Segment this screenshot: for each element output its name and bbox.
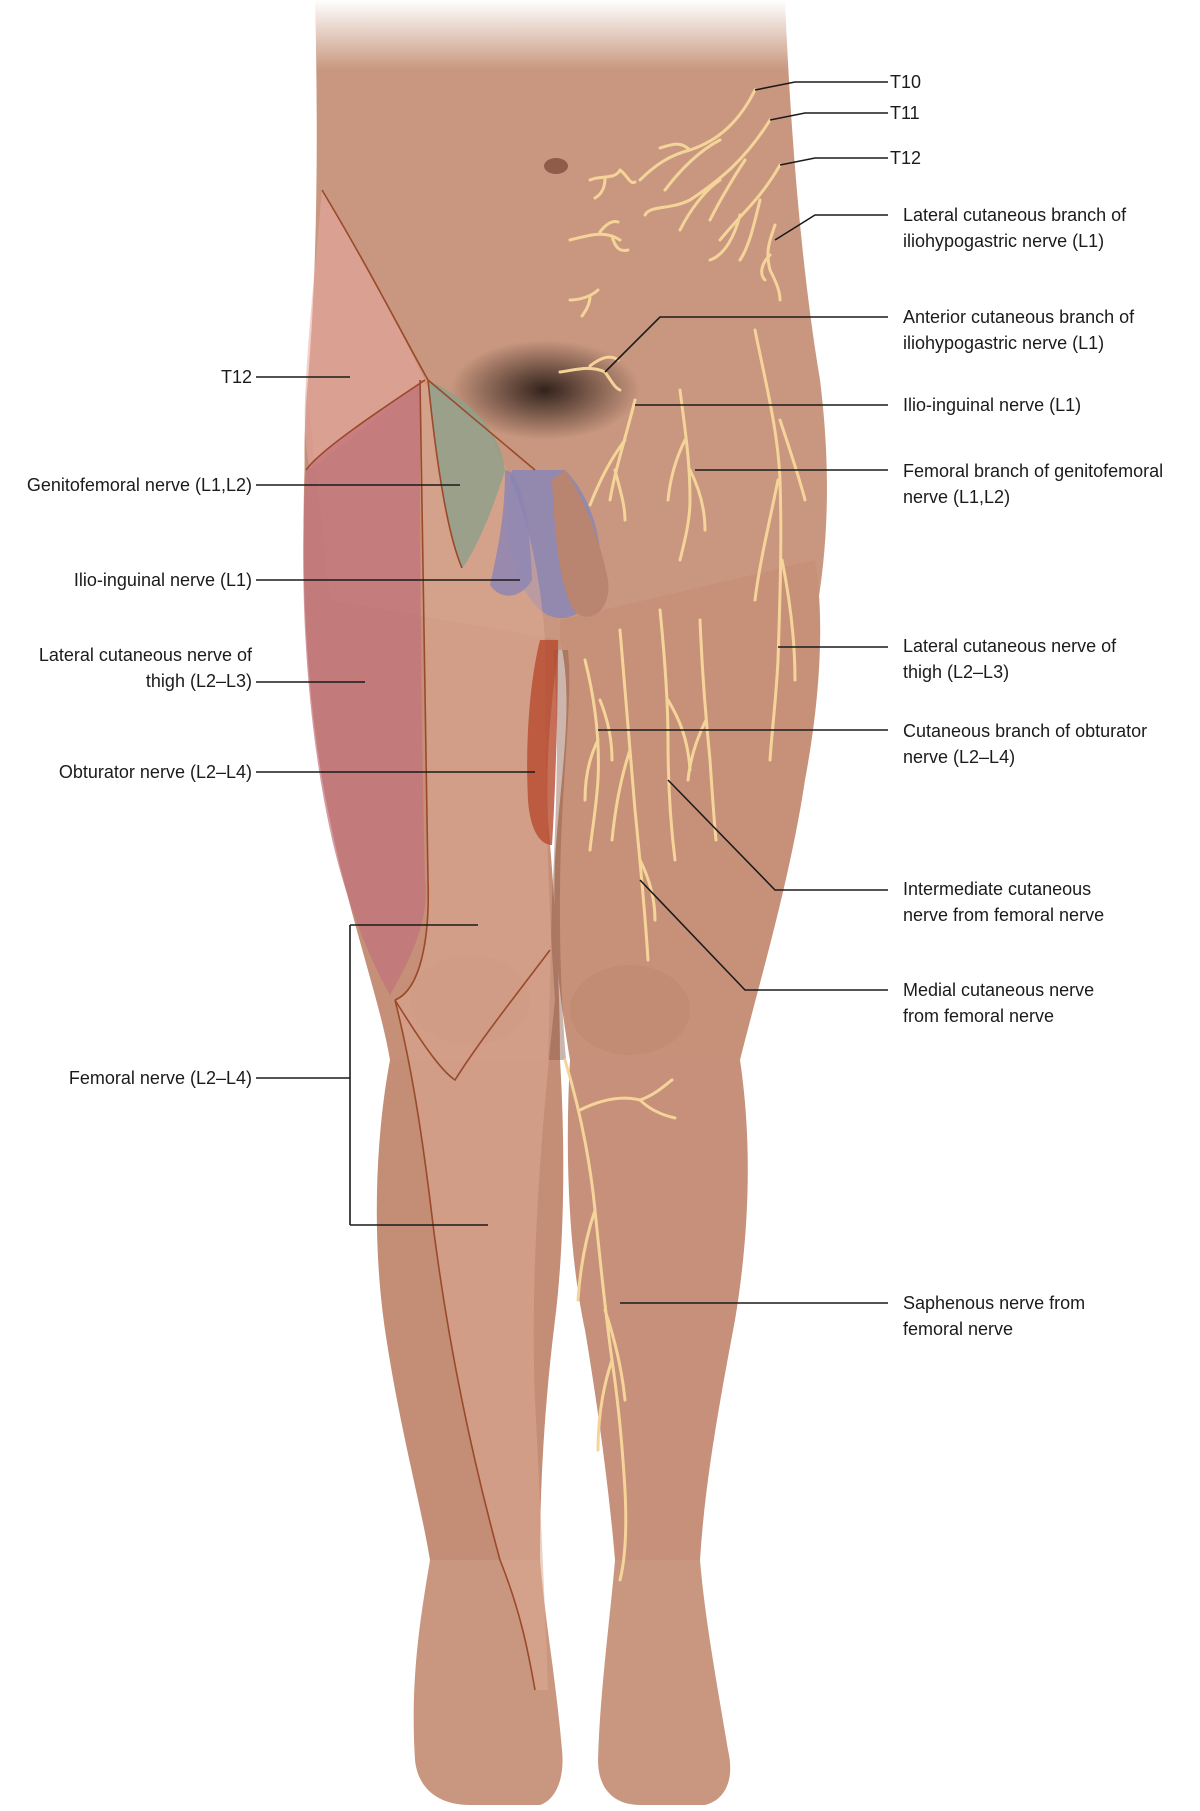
label-ant-iliohypo: Anterior cutaneous branch of iliohypogas… xyxy=(903,304,1134,356)
label-t10: T10 xyxy=(890,69,921,95)
label-ilioinguinal-left-text: Ilio-inguinal nerve (L1) xyxy=(74,567,252,593)
label-genitofemoral: Genitofemoral nerve (L1,L2) xyxy=(27,472,252,498)
right-foot xyxy=(598,1560,730,1805)
label-t11-text: T11 xyxy=(890,100,920,126)
label-intermediate-line2: nerve from femoral nerve xyxy=(903,902,1104,928)
label-ilioinguinal-right: Ilio-inguinal nerve (L1) xyxy=(903,392,1081,418)
label-medial: Medial cutaneous nerve from femoral nerv… xyxy=(903,977,1094,1029)
label-t10-text: T10 xyxy=(890,69,921,95)
label-obturator-branch: Cutaneous branch of obturator nerve (L2–… xyxy=(903,718,1147,770)
label-lat-iliohypo: Lateral cutaneous branch of iliohypogast… xyxy=(903,202,1126,254)
label-ant-iliohypo-line2: iliohypogastric nerve (L1) xyxy=(903,330,1134,356)
label-lat-cut-thigh-left: Lateral cutaneous nerve of thigh (L2–L3) xyxy=(39,642,252,694)
label-obturator-branch-line2: nerve (L2–L4) xyxy=(903,744,1147,770)
label-obturator-left: Obturator nerve (L2–L4) xyxy=(59,759,252,785)
label-saphenous-line1: Saphenous nerve from xyxy=(903,1290,1085,1316)
label-medial-line1: Medial cutaneous nerve xyxy=(903,977,1094,1003)
label-obturator-branch-line1: Cutaneous branch of obturator xyxy=(903,718,1147,744)
label-lat-iliohypo-line1: Lateral cutaneous branch of xyxy=(903,202,1126,228)
label-ant-iliohypo-line1: Anterior cutaneous branch of xyxy=(903,304,1134,330)
label-lat-cut-thigh-right-line2: thigh (L2–L3) xyxy=(903,659,1116,685)
leader-t12-right xyxy=(780,158,888,165)
label-genitofemoral-text: Genitofemoral nerve (L1,L2) xyxy=(27,472,252,498)
label-lat-cut-thigh-left-line1: Lateral cutaneous nerve of xyxy=(39,642,252,668)
label-intermediate-line1: Intermediate cutaneous xyxy=(903,876,1104,902)
label-lat-cut-thigh-left-line2: thigh (L2–L3) xyxy=(39,668,252,694)
label-t12-right-text: T12 xyxy=(890,145,921,171)
label-femoral-branch-gf-line1: Femoral branch of genitofemoral xyxy=(903,458,1163,484)
navel xyxy=(544,158,568,174)
label-ilioinguinal-right-text: Ilio-inguinal nerve (L1) xyxy=(903,392,1081,418)
label-medial-line2: from femoral nerve xyxy=(903,1003,1094,1029)
label-t12-left: T12 xyxy=(221,364,252,390)
label-femoral-branch-gf-line2: nerve (L1,L2) xyxy=(903,484,1163,510)
label-t12-right: T12 xyxy=(890,145,921,171)
label-femoral-left-text: Femoral nerve (L2–L4) xyxy=(69,1065,252,1091)
label-lat-iliohypo-line2: iliohypogastric nerve (L1) xyxy=(903,228,1126,254)
label-femoral-left: Femoral nerve (L2–L4) xyxy=(69,1065,252,1091)
label-obturator-left-text: Obturator nerve (L2–L4) xyxy=(59,759,252,785)
label-lat-cut-thigh-right: Lateral cutaneous nerve of thigh (L2–L3) xyxy=(903,633,1116,685)
label-intermediate: Intermediate cutaneous nerve from femora… xyxy=(903,876,1104,928)
label-saphenous-line2: femoral nerve xyxy=(903,1316,1085,1342)
label-t11: T11 xyxy=(890,100,920,126)
right-lower-leg xyxy=(568,1060,748,1560)
lateral-thigh-region xyxy=(303,380,426,995)
label-lat-cut-thigh-right-line1: Lateral cutaneous nerve of xyxy=(903,633,1116,659)
label-t12-left-text: T12 xyxy=(221,364,252,390)
label-saphenous: Saphenous nerve from femoral nerve xyxy=(903,1290,1085,1342)
label-femoral-branch-gf: Femoral branch of genitofemoral nerve (L… xyxy=(903,458,1163,510)
label-ilioinguinal-left: Ilio-inguinal nerve (L1) xyxy=(74,567,252,593)
right-knee xyxy=(570,965,690,1055)
top-fade xyxy=(300,0,800,70)
